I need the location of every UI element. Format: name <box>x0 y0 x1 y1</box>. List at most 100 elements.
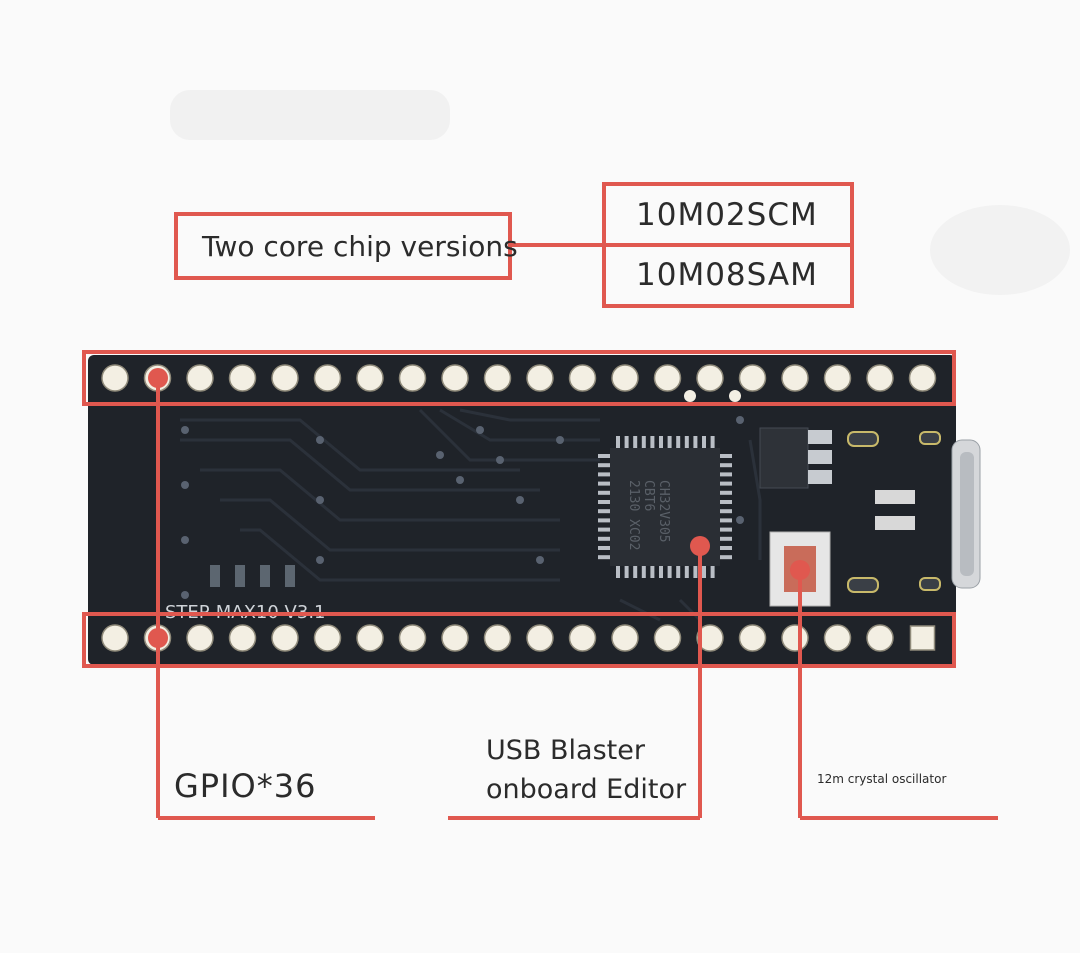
chip-pin <box>616 436 620 448</box>
header-pin <box>568 364 597 392</box>
chip-pin <box>720 555 732 560</box>
header-pin <box>356 364 384 392</box>
chip-versions-label: Two core chip versions <box>202 230 518 263</box>
header-pin <box>781 624 809 652</box>
mcu-marking-1: CH32V305 <box>656 480 671 543</box>
header-pin <box>908 364 937 392</box>
chip-pin <box>659 436 663 448</box>
chip-pin <box>720 527 732 532</box>
chip-pin <box>650 566 655 578</box>
chip-pin <box>676 566 681 578</box>
pcb-board <box>88 355 956 665</box>
background-blur <box>930 205 1070 295</box>
usb-blaster-label-line2: onboard Editor <box>486 774 687 805</box>
header-pin <box>696 364 724 392</box>
header-pin <box>186 624 214 652</box>
header-pin <box>483 364 512 392</box>
annotation-overlay <box>82 182 998 820</box>
chip-pin <box>624 566 629 578</box>
header-pin <box>653 624 682 652</box>
header-pin <box>441 364 469 392</box>
chip-pin <box>720 463 732 468</box>
chip-pin <box>667 436 672 448</box>
chip-pin <box>659 566 663 578</box>
header-pin <box>398 624 427 652</box>
header-pin <box>398 364 427 392</box>
bottom-header-highlight <box>82 612 956 668</box>
chip-version-1: 10M02SCM <box>636 197 818 233</box>
header-pin <box>781 364 809 392</box>
chip-pin <box>598 472 610 477</box>
chip-pin <box>598 546 610 550</box>
gpio-bottom-marker <box>148 628 168 648</box>
usb-blaster-label-line1: USB Blaster <box>486 735 645 766</box>
chip-pin <box>598 518 610 523</box>
chip-pin <box>702 436 706 448</box>
header-pin <box>271 624 299 652</box>
chip-pin <box>720 481 732 486</box>
header-pin <box>611 364 639 392</box>
smd-components <box>210 431 941 593</box>
header-pin <box>441 624 469 652</box>
chip-pin <box>616 566 620 578</box>
header-pin <box>526 364 554 392</box>
chip-pin <box>667 566 672 578</box>
header-pin <box>228 624 257 652</box>
chip-pin <box>598 454 610 458</box>
chip-pin <box>598 555 610 560</box>
chip-pin <box>720 536 732 541</box>
chip-pin <box>641 436 646 448</box>
chip-pin <box>676 436 681 448</box>
chip-pin <box>720 518 732 523</box>
header-pin <box>313 364 342 392</box>
chip-pin <box>684 436 689 448</box>
header-pin <box>483 624 512 652</box>
header-pin <box>909 625 936 651</box>
usb-blaster-marker <box>690 536 710 556</box>
chip-pin <box>720 472 732 477</box>
header-pin <box>271 364 299 392</box>
chip-pin <box>641 566 646 578</box>
gpio-label: GPIO*36 <box>174 767 317 805</box>
chip-pin <box>702 566 706 578</box>
usb-c-connector <box>951 439 981 589</box>
chip-pin <box>710 436 715 448</box>
chip-pin <box>598 527 610 532</box>
chip-pin <box>693 566 698 578</box>
header-pin <box>568 624 597 652</box>
header-pin <box>738 364 767 392</box>
header-pin <box>186 364 214 392</box>
pcb-traces <box>180 408 762 622</box>
chip-pin <box>598 536 610 541</box>
test-pad <box>729 390 741 402</box>
header-pin <box>356 624 384 652</box>
header-pin <box>228 364 257 392</box>
pcb-vias <box>181 416 744 599</box>
header-pin <box>823 624 852 652</box>
test-pad <box>684 390 696 402</box>
mcu-marking-2: CBT6 <box>641 480 656 511</box>
gpio-top-marker <box>148 368 168 388</box>
header-pin <box>611 624 639 652</box>
chip-pin <box>598 463 610 468</box>
header-pin <box>101 624 129 652</box>
annotation-dots <box>148 368 810 648</box>
chip-pin <box>710 566 715 578</box>
chip-pin <box>720 509 732 514</box>
mcu-chip: CH32V305 CBT6 2130 XC02 <box>598 436 732 578</box>
chip-pin <box>650 436 655 448</box>
chip-pin <box>720 490 732 495</box>
header-pin <box>696 624 724 652</box>
chip-pin <box>633 436 638 448</box>
chip-pin <box>624 436 629 448</box>
header-pin <box>866 624 894 652</box>
header-pin <box>738 624 767 652</box>
top-header-highlight <box>82 350 956 406</box>
voltage-regulator <box>759 427 832 489</box>
header-pin <box>866 364 894 392</box>
crystal-label: 12m crystal oscillator <box>817 772 947 786</box>
chip-pin <box>598 490 610 495</box>
chip-pin <box>693 436 698 448</box>
